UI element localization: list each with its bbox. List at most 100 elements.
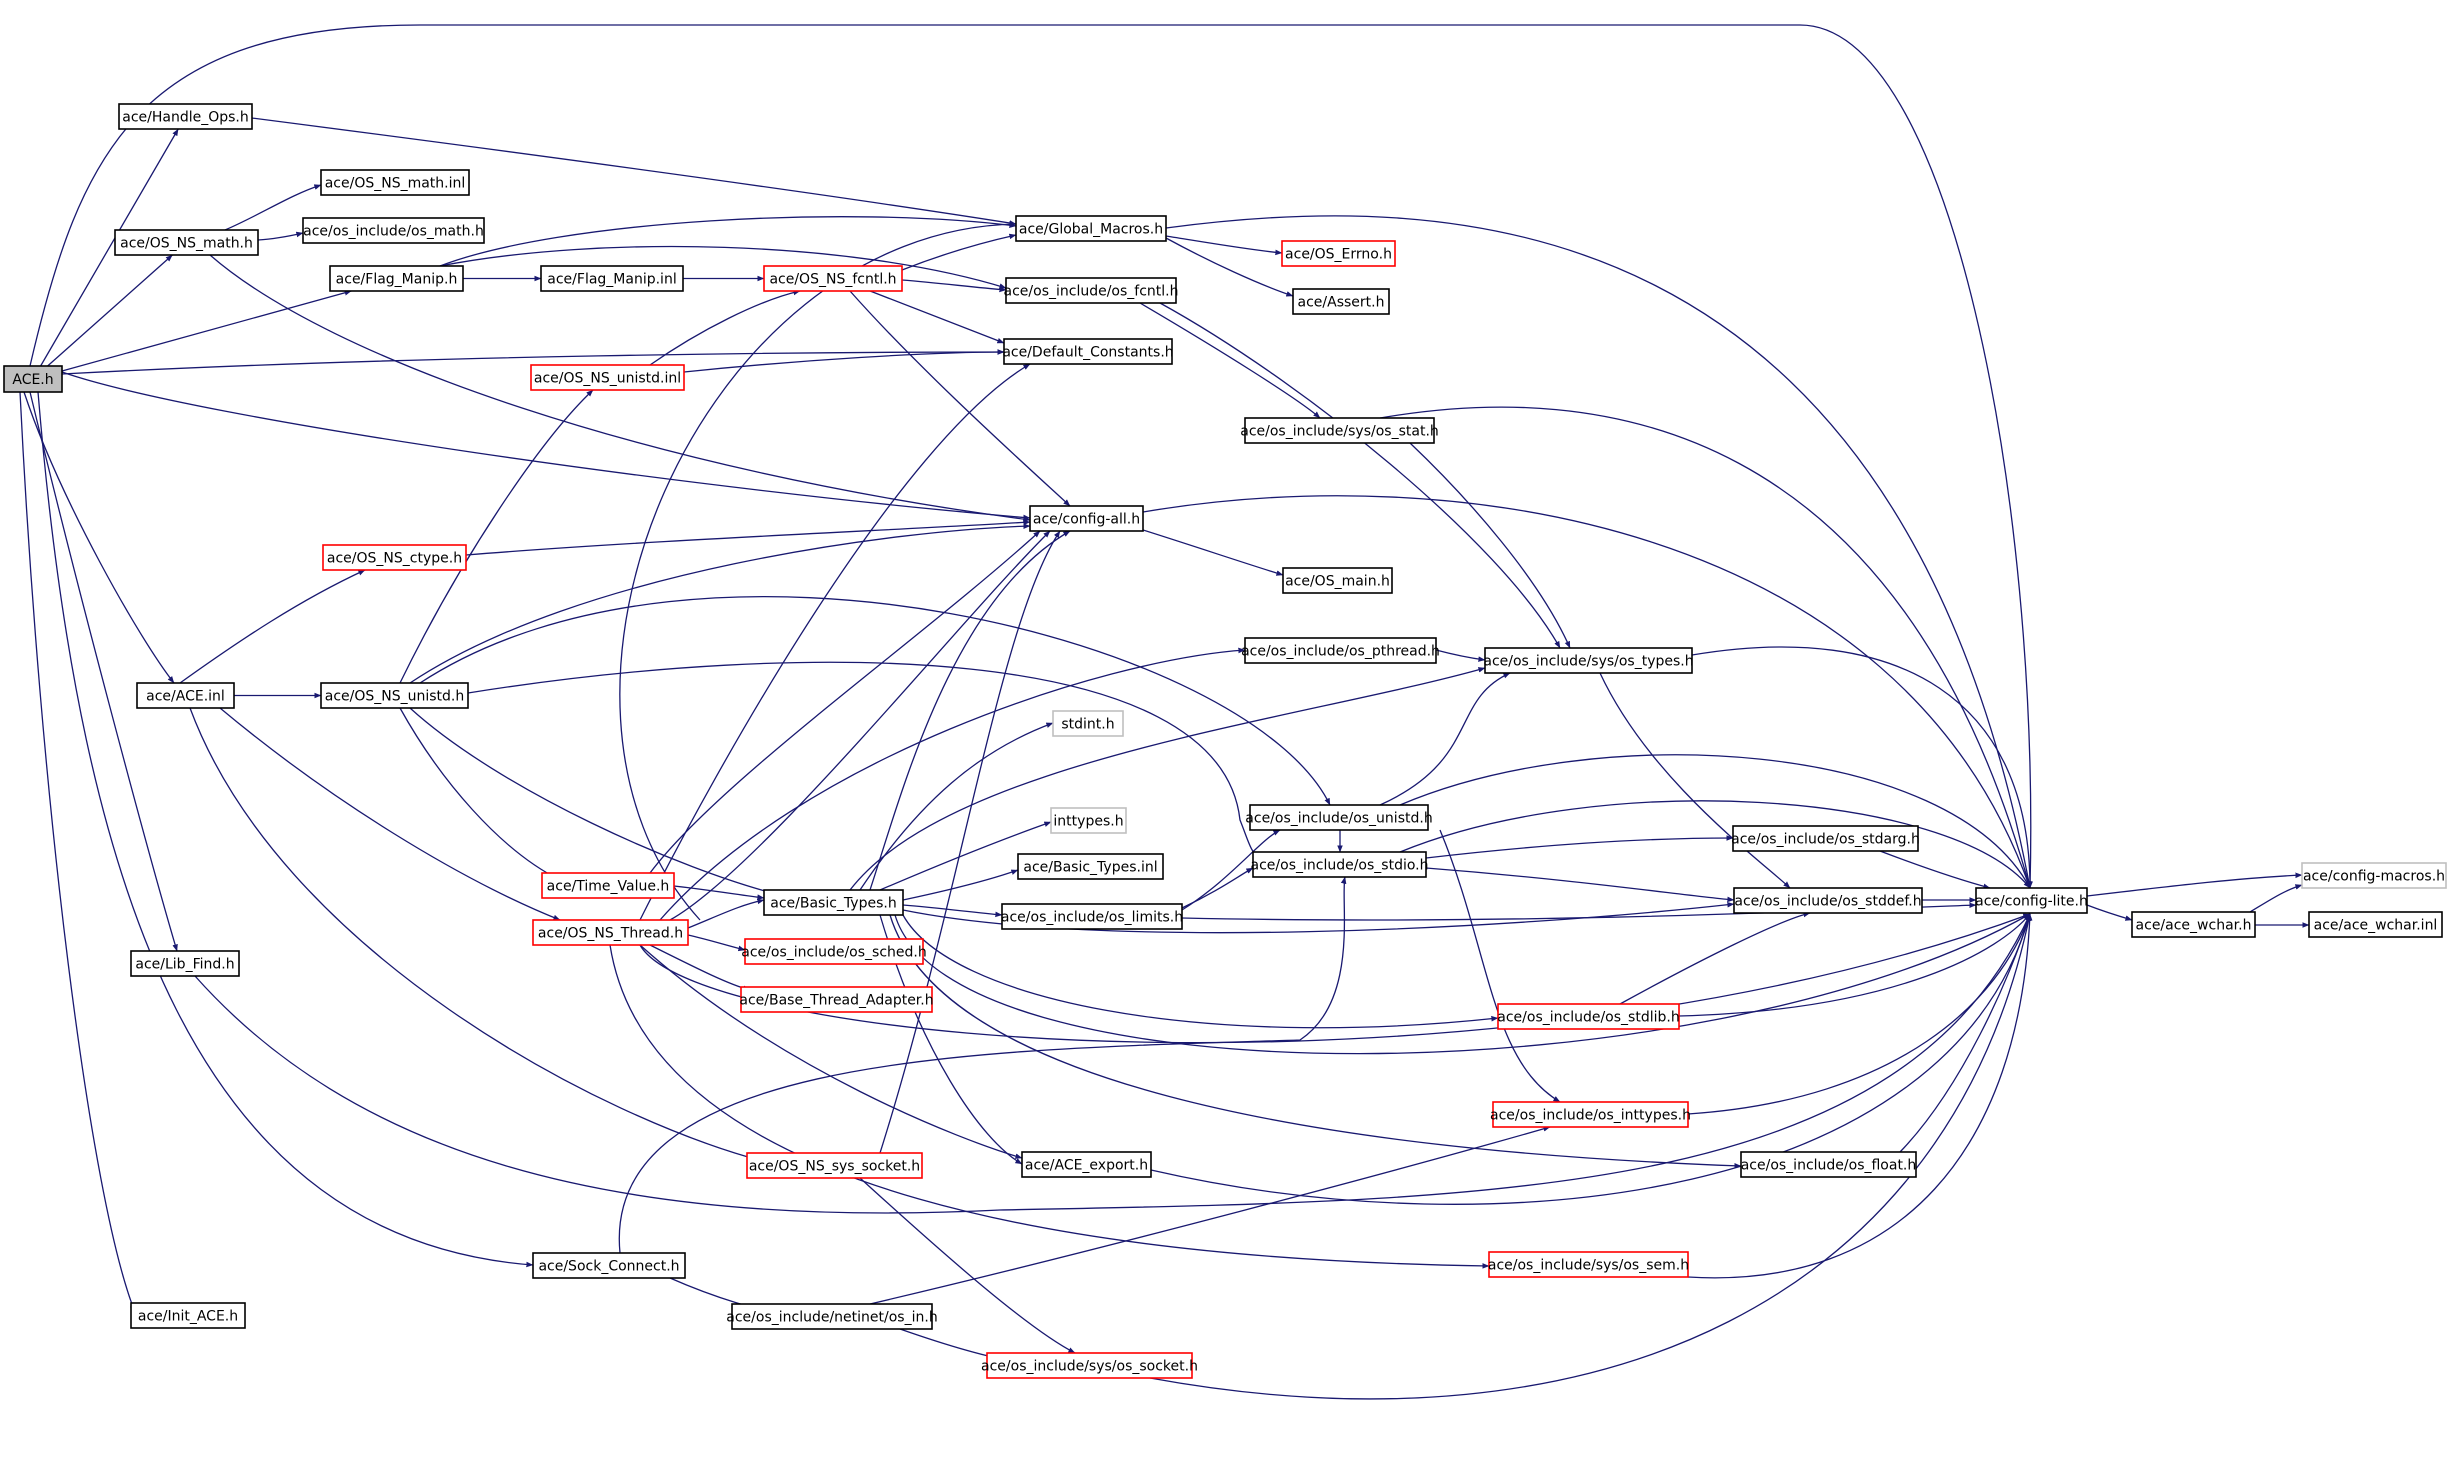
edge-os_ns_fcntl-to-config_all [849,290,1071,507]
edge-basic_types_h-to-ace_export [879,914,1023,1165]
node-os-math[interactable]: ace/os_include/os_math.h [302,217,485,244]
node-sock-connect[interactable]: ace/Sock_Connect.h [532,1252,686,1279]
node-ace-h[interactable]: ACE.h [3,365,63,393]
node-label: ace/OS_NS_unistd.h [325,689,465,705]
node-config-macros[interactable]: ace/config-macros.h [2301,862,2447,889]
node-lib-find[interactable]: ace/Lib_Find.h [130,950,240,977]
node-box [1244,417,1435,444]
node-label: ace/Basic_Types.inl [1023,860,1157,876]
node-global-macros[interactable]: ace/Global_Macros.h [1015,215,1167,242]
edge-os_ns_math_h-to-os_ns_math_inl [224,184,322,231]
node-box [130,950,240,977]
node-os-stat[interactable]: ace/os_include/sys/os_stat.h [1240,417,1439,444]
node-basic-types-inl[interactable]: ace/Basic_Types.inl [1017,853,1164,880]
node-box [1484,647,1693,674]
edge-os_ns_unistd_h-to-config_all [409,523,1031,684]
node-os-ns-thread[interactable]: ace/OS_NS_Thread.h [532,919,689,946]
node-label: inttypes.h [1053,814,1123,830]
node-os-stdio[interactable]: ace/os_include/os_stdio.h [1251,851,1429,878]
edge-time_value-to-basic_types_h [673,885,765,900]
edge-basic_types_h-to-inttypes_h [879,821,1052,891]
node-box [118,103,253,130]
node-label: ace/config-macros.h [2303,869,2445,885]
node-label: ace/OS_NS_unistd.inl [534,371,681,387]
node-os-stdlib[interactable]: ace/os_include/os_stdlib.h [1497,1003,1680,1030]
edge-os_stdlib-to-os_stddef [1619,911,1811,1005]
edge-os_ns_thread-to-config_all [669,530,1051,921]
edge-basic_types_h-to-os_limits [902,904,1003,918]
edge-sock_connect-to-os_stdio [618,876,1347,1254]
node-ace-wchar-inl[interactable]: ace/ace_wchar.inl [2308,911,2443,938]
edge-os_ns_unistd_inl-to-default_constants [683,349,1005,373]
node-os-unistd[interactable]: ace/os_include/os_unistd.h [1245,804,1433,831]
edge-os_socket-to-config_lite [1149,913,2032,1400]
edge-os_ns_thread-to-basic_types_h [687,898,765,929]
edge-os_fcntl-to-os_stat [1139,302,1321,419]
node-label: ace/os_include/os_limits.h [1001,910,1183,926]
node-label: stdint.h [1061,717,1114,733]
edge-os_ns_fcntl-to-default_constants [869,290,1005,344]
node-os-stddef[interactable]: ace/os_include/os_stddef.h [1733,887,1923,914]
node-os-ns-fcntl[interactable]: ace/OS_NS_fcntl.h [763,265,903,292]
edge-os_ns_unistd_h-to-os_ns_unistd_inl [399,389,594,684]
node-assert-h[interactable]: ace/Assert.h [1292,288,1390,315]
edge-basic_types_h-to-os_stdlib [902,914,1499,1029]
node-os-limits[interactable]: ace/os_include/os_limits.h [1001,903,1183,930]
node-handle-ops[interactable]: ace/Handle_Ops.h [118,103,253,130]
node-ace-inl[interactable]: ace/ACE.inl [136,682,235,709]
node-base-thread-adapter[interactable]: ace/Base_Thread_Adapter.h [739,986,934,1013]
node-box [136,682,235,709]
node-flag-manip-h[interactable]: ace/Flag_Manip.h [329,265,464,292]
node-flag-manip-inl[interactable]: ace/Flag_Manip.inl [540,265,684,292]
node-box [1052,710,1124,737]
node-time-value[interactable]: ace/Time_Value.h [541,872,675,899]
edge-os_ns_unistd_h-to-os_stdio [467,661,1263,861]
node-os-sched[interactable]: ace/os_include/os_sched.h [741,938,927,965]
node-label: ace/OS_NS_ctype.h [327,551,462,567]
node-init-ace[interactable]: ace/Init_ACE.h [130,1302,246,1329]
node-os-ns-math-h[interactable]: ace/OS_NS_math.h [114,229,259,256]
edge-ace_h-to-config_lite [29,24,2033,889]
node-config-all[interactable]: ace/config-all.h [1029,505,1144,532]
edge-ace_h-to-config_all [61,371,1031,521]
node-inttypes-h[interactable]: inttypes.h [1050,807,1127,834]
node-os-types[interactable]: ace/os_include/sys/os_types.h [1483,647,1694,674]
edge-ace_export-to-config_lite [1150,913,2031,1205]
node-box [1021,1151,1152,1178]
edge-os_ns_thread-to-os_sem [609,944,1490,1269]
node-os-stdarg[interactable]: ace/os_include/os_stdarg.h [1731,825,1920,852]
node-os-socket[interactable]: ace/os_include/sys/os_socket.h [981,1352,1198,1379]
node-ace-wchar-h[interactable]: ace/ace_wchar.h [2131,911,2256,938]
node-label: ace/os_include/os_unistd.h [1245,811,1432,827]
node-os-ns-unistd-inl[interactable]: ace/OS_NS_unistd.inl [530,364,685,391]
node-box [320,682,469,709]
node-config-lite[interactable]: ace/config-lite.h [1975,887,2088,914]
node-ace-export[interactable]: ace/ACE_export.h [1021,1151,1152,1178]
node-os-inttypes[interactable]: ace/os_include/os_inttypes.h [1490,1101,1691,1128]
edge-config_all-to-config_lite [1142,495,2031,889]
node-os-ns-unistd-h[interactable]: ace/OS_NS_unistd.h [320,682,469,709]
edge-os_types-to-config_lite [1691,646,2033,889]
node-os-ns-math-inl[interactable]: ace/OS_NS_math.inl [320,169,470,196]
node-stdint-h[interactable]: stdint.h [1052,710,1124,737]
node-default-constants[interactable]: ace/Default_Constants.h [1002,338,1174,365]
node-os-ns-sys-socket[interactable]: ace/OS_NS_sys_socket.h [746,1152,923,1179]
node-basic-types-h[interactable]: ace/Basic_Types.h [763,889,904,916]
node-os-float[interactable]: ace/os_include/os_float.h [1740,1151,1917,1178]
edge-os_types-to-os_stddef [1599,672,1791,889]
node-os-errno[interactable]: ace/OS_Errno.h [1281,240,1396,267]
edge-lib_find-to-config_lite [194,913,2031,1214]
edge-ace_h-to-handle_ops [40,128,179,367]
node-os-fcntl[interactable]: ace/os_include/os_fcntl.h [1004,277,1179,304]
node-os-ns-ctype[interactable]: ace/OS_NS_ctype.h [322,544,467,571]
edge-os_ns_thread-to-os_sched [687,934,746,952]
node-os-sem[interactable]: ace/os_include/sys/os_sem.h [1488,1251,1689,1278]
node-os-in[interactable]: ace/os_include/netinet/os_in.h [726,1303,938,1330]
node-os-pthread[interactable]: ace/os_include/os_pthread.h [1241,637,1440,664]
node-label: ace/Flag_Manip.inl [547,272,676,288]
node-box [746,1152,923,1179]
node-box [763,889,904,916]
node-box [1003,338,1173,365]
node-os-main[interactable]: ace/OS_main.h [1282,567,1393,594]
